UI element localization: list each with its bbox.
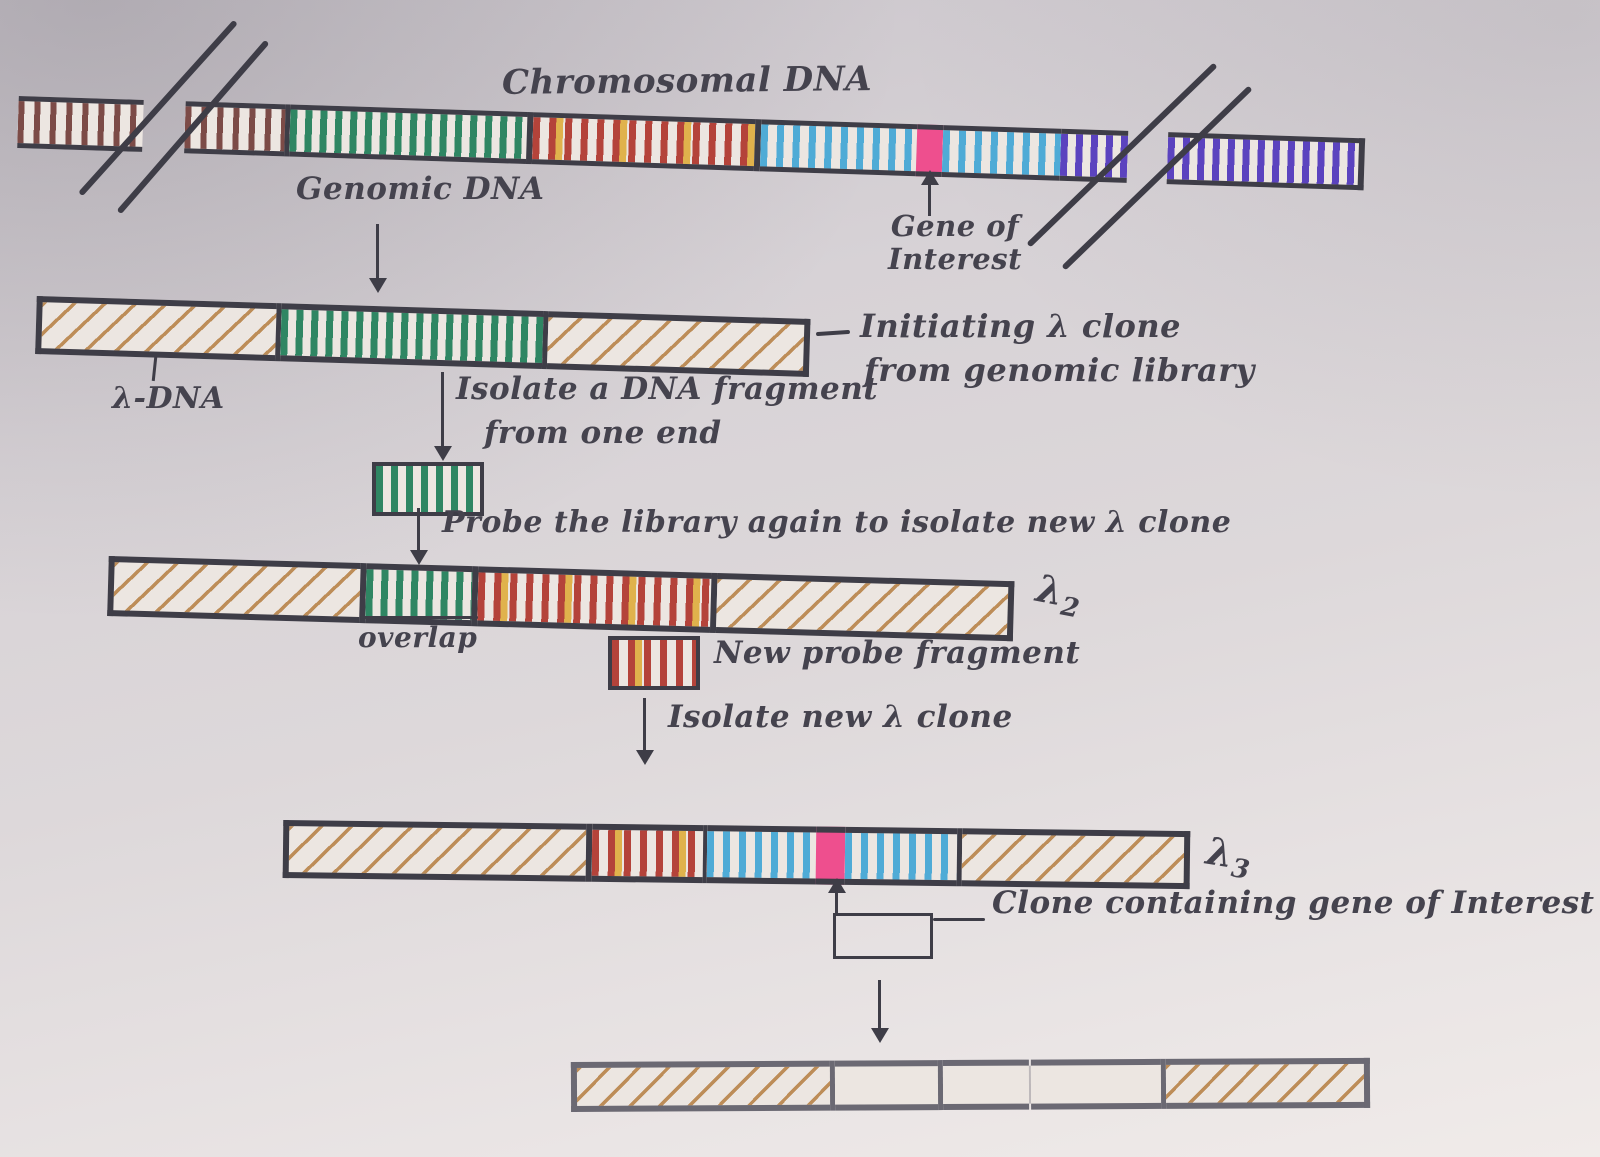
clone-callout-box xyxy=(833,913,933,959)
clone-callout-arrowhead xyxy=(828,878,846,893)
red-segment xyxy=(531,112,756,172)
lambda3-red-segment xyxy=(591,823,704,884)
isolate-fragment-label-line1: Isolate a DNA fragment xyxy=(456,371,879,407)
blue-segment-left xyxy=(759,119,918,177)
final-empty-segment-3 xyxy=(1030,1058,1162,1110)
blue-segment-right xyxy=(941,125,1062,181)
gene-of-interest-label: Gene of Interest xyxy=(870,209,1040,277)
initiating-clone-bar xyxy=(35,296,811,377)
probe-library-arrowhead xyxy=(410,550,428,565)
genomic-insert-segment xyxy=(280,303,544,370)
genomic-dna-label: Genomic DNA xyxy=(296,171,545,207)
final-right-arm xyxy=(1165,1057,1371,1109)
lambda-dna-label: λ-DNA xyxy=(112,381,225,416)
new-probe-label: New probe fragment xyxy=(714,635,1081,671)
clone-containing-label: Clone containing gene of Interest xyxy=(992,885,1595,921)
green-probe-fragment xyxy=(372,462,484,516)
probe-library-label: Probe the library again to isolate new λ… xyxy=(442,505,1232,540)
isolate-fragment-arrow xyxy=(441,372,444,448)
lambda-left-arm xyxy=(35,296,277,362)
lambda2-right-arm xyxy=(715,573,1015,642)
isolate-fragment-arrowhead xyxy=(434,446,452,461)
overlap-overline xyxy=(360,616,478,619)
genomic-dna-arrowhead xyxy=(369,278,387,293)
lambda-dna-tick xyxy=(151,356,158,382)
lambda2-red-segment xyxy=(477,566,712,633)
final-clone-arrow xyxy=(878,980,881,1030)
overlap-label: overlap xyxy=(358,621,478,654)
lambda2-label: λ2 xyxy=(1032,565,1083,625)
probe-library-arrow xyxy=(417,508,420,552)
gene-of-interest-line2: Interest xyxy=(888,242,1022,277)
genomic-dna-segment xyxy=(289,104,528,164)
lambda2-bar xyxy=(107,556,1015,642)
clone-callout-arrow xyxy=(835,892,838,916)
lambda3-left-arm xyxy=(282,820,587,882)
lambda3-blue-right xyxy=(844,826,958,887)
lambda3-bar xyxy=(282,820,1191,890)
initiating-clone-dash xyxy=(815,329,851,337)
isolate-new-arrowhead xyxy=(636,750,654,765)
gene-of-interest-arrowhead xyxy=(921,170,939,185)
gene-of-interest-line1: Gene of xyxy=(890,209,1020,243)
gene-of-interest-arrow xyxy=(928,184,931,216)
lambda3-right-arm xyxy=(961,828,1191,890)
final-clone-arrowhead xyxy=(871,1028,889,1043)
final-left-arm xyxy=(570,1060,831,1112)
lambda3-gene-segment xyxy=(815,826,846,885)
genomic-dna-arrow xyxy=(376,224,379,280)
lambda3-label: λ3 xyxy=(1203,827,1253,886)
new-probe-fragment xyxy=(608,636,700,690)
isolate-fragment-label-line2: from one end xyxy=(484,415,722,451)
lambda-right-arm xyxy=(546,311,811,377)
final-empty-segment-1 xyxy=(834,1060,939,1111)
final-clone-bar xyxy=(570,1057,1371,1112)
initiating-clone-label-line2: from genomic library xyxy=(864,351,1255,389)
clone-callout-connector xyxy=(933,918,985,921)
isolate-new-label: Isolate new λ clone xyxy=(668,699,1013,735)
page-title: Chromosomal DNA xyxy=(501,59,873,103)
isolate-new-arrow xyxy=(643,698,646,752)
lambda3-blue-left xyxy=(706,825,817,885)
maroon-segment-2 xyxy=(184,101,286,157)
lambda2-left-arm xyxy=(107,556,361,624)
final-empty-segment-2 xyxy=(942,1059,1030,1111)
initiating-clone-label-line1: Initiating λ clone xyxy=(860,307,1181,345)
